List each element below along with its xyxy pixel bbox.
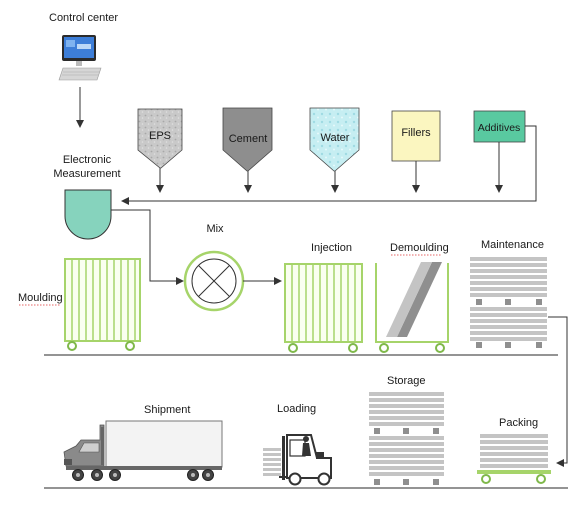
fillers-box: Fillers (391, 110, 441, 162)
computer-icon (58, 35, 102, 81)
water-hopper: Water (309, 107, 360, 172)
eps-label: EPS (149, 130, 171, 142)
moulding-cart (64, 258, 141, 351)
additives-label: Additives (478, 122, 521, 134)
moulding-label: Moulding (18, 292, 63, 304)
mixer (183, 250, 245, 312)
packing-label: Packing (499, 417, 538, 429)
shipment-label: Shipment (144, 404, 190, 416)
to-packing-line (548, 316, 568, 467)
measurement-vessel (64, 189, 112, 240)
to-mix-line (111, 209, 184, 285)
maintenance-stack (470, 257, 547, 348)
forklift-icon (263, 434, 332, 486)
cement-hopper: Cement (222, 107, 273, 172)
packing-cart (477, 434, 551, 484)
electronic-label-2: Measurement (53, 168, 120, 180)
water-label: Water (321, 132, 350, 144)
cement-label: Cement (229, 133, 268, 145)
feed-line (121, 125, 537, 205)
injection-label: Injection (311, 242, 352, 254)
additives-box: Additives (473, 110, 526, 143)
loading-label: Loading (277, 403, 316, 415)
mix-label: Mix (206, 223, 224, 235)
eps-hopper: EPS (137, 108, 183, 169)
demoulding-label: Demoulding (390, 242, 449, 254)
maintenance-label: Maintenance (481, 239, 544, 251)
electronic-label-1: Electronic (63, 154, 112, 166)
injection-cart (284, 263, 363, 353)
fillers-label: Fillers (401, 127, 431, 139)
control-center-label: Control center (49, 12, 118, 24)
storage-stack (369, 392, 444, 485)
storage-label: Storage (387, 375, 426, 387)
truck-icon (63, 420, 223, 481)
demoulding-cart (375, 262, 449, 353)
